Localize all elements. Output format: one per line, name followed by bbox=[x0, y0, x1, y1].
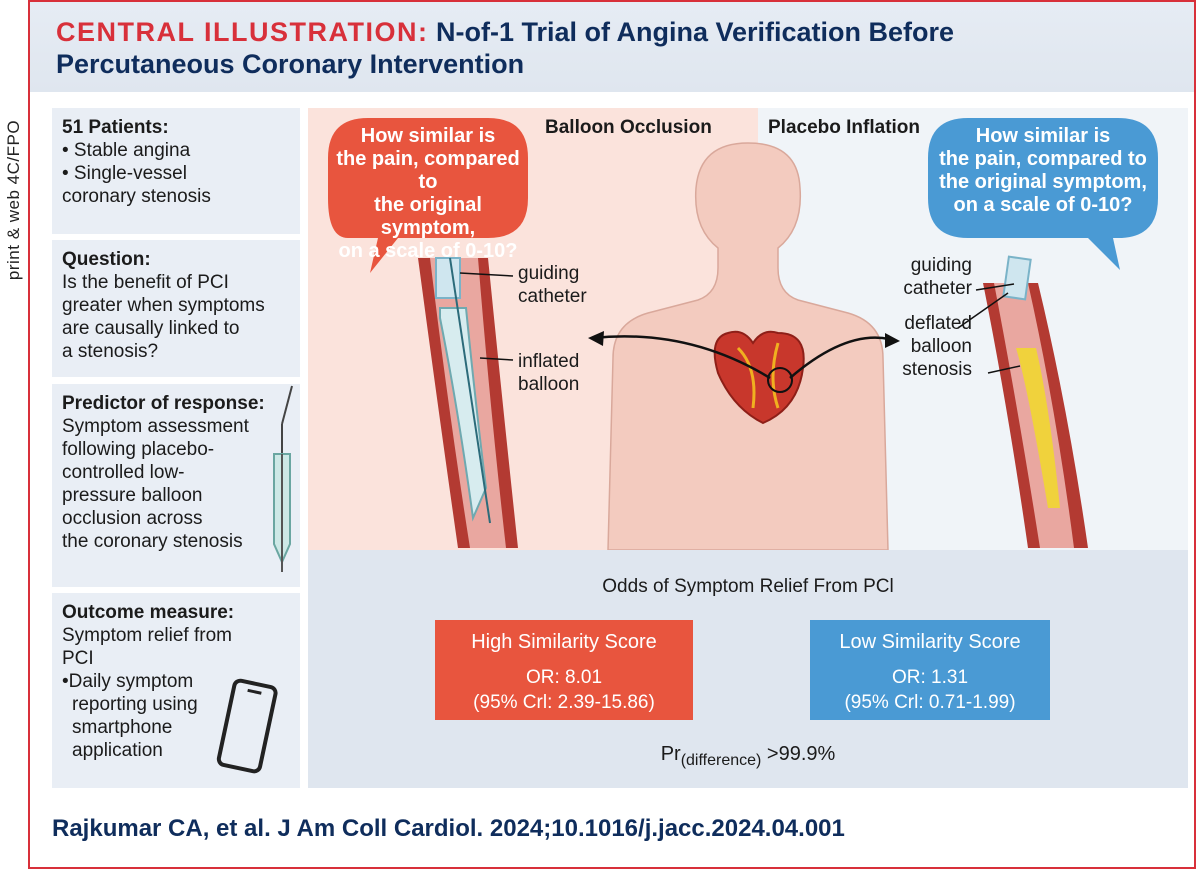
question-heading: Question: bbox=[62, 249, 151, 270]
left-catheter-label: guiding catheter bbox=[518, 263, 587, 307]
outcome-heading: Outcome measure: bbox=[62, 602, 235, 623]
outcome-line: PCI bbox=[62, 648, 94, 669]
right-catheter-label: guiding catheter bbox=[903, 255, 972, 299]
deflated-balloon-label: deflated balloon stenosis bbox=[902, 313, 972, 380]
outcome-line: smartphone bbox=[72, 717, 173, 738]
outcome-line: application bbox=[72, 740, 163, 761]
side-note: print & web 4C/FPO bbox=[4, 119, 23, 281]
outcome-box: Outcome measure: Symptom relief from PCI… bbox=[52, 593, 300, 788]
patients-heading: 51 Patients: bbox=[62, 117, 169, 138]
title-line2: Percutaneous Coronary Intervention bbox=[56, 49, 525, 79]
arrow-to-right bbox=[789, 336, 894, 379]
question-line: Is the benefit of PCI bbox=[62, 272, 229, 293]
low-similarity-box: Low Similarity Score OR: 1.31 (95% Crl: … bbox=[810, 620, 1050, 720]
predictor-line: pressure balloon bbox=[62, 485, 203, 506]
anatomy-illustration bbox=[328, 118, 1158, 550]
figure-border bbox=[28, 0, 1196, 869]
heart-icon bbox=[713, 330, 805, 425]
placebo-inflation-label: Placebo Inflation bbox=[768, 117, 921, 138]
vessel-balloon-inflated bbox=[418, 257, 518, 548]
question-box: Question: Is the benefit of PCI greater … bbox=[52, 240, 300, 377]
question-line: are causally linked to bbox=[62, 318, 240, 339]
predictor-line: following placebo- bbox=[62, 439, 215, 460]
question-line: greater when symptoms bbox=[62, 295, 265, 316]
question-line: a stenosis? bbox=[62, 341, 159, 362]
patients-box: 51 Patients: • Stable angina • Single-ve… bbox=[52, 108, 300, 234]
predictor-line: the coronary stenosis bbox=[62, 531, 243, 552]
speech-bubble-left bbox=[328, 118, 528, 273]
balloon-catheter-icon bbox=[273, 385, 293, 572]
patients-item: • Single-vessel bbox=[62, 163, 187, 184]
outcome-line: •Daily symptom bbox=[62, 671, 194, 692]
probability-difference: Pr(difference) >99.9% bbox=[660, 743, 836, 769]
vessel-balloon-deflated bbox=[983, 255, 1088, 548]
high-similarity-box: High Similarity Score OR: 8.01 (95% Crl:… bbox=[435, 620, 693, 720]
title-line1: N-of-1 Trial of Angina Verification Befo… bbox=[435, 17, 955, 47]
predictor-line: Symptom assessment bbox=[62, 416, 249, 437]
balloon-occlusion-label: Balloon Occlusion bbox=[545, 117, 712, 138]
predictor-heading: Predictor of response: bbox=[62, 393, 265, 414]
patients-item: • Stable angina bbox=[62, 140, 191, 161]
arrow-to-left bbox=[592, 335, 771, 380]
title-label: CENTRAL ILLUSTRATION: bbox=[56, 17, 429, 47]
left-bubble-text: How similar is the pain, compared to the… bbox=[336, 125, 520, 262]
patients-item: coronary stenosis bbox=[62, 186, 211, 207]
figure-title: CENTRAL ILLUSTRATION: N-of-1 Trial of An… bbox=[56, 16, 1156, 80]
predictor-line: occlusion across bbox=[62, 508, 203, 529]
predictor-line: controlled low- bbox=[62, 462, 185, 483]
inflated-balloon-label: inflated balloon bbox=[518, 351, 580, 395]
citation: Rajkumar CA, et al. J Am Coll Cardiol. 2… bbox=[52, 815, 845, 842]
outcome-line: Symptom relief from bbox=[62, 625, 232, 646]
header-banner: CENTRAL ILLUSTRATION: N-of-1 Trial of An… bbox=[30, 2, 1194, 92]
smartphone-icon bbox=[216, 678, 278, 774]
predictor-box: Predictor of response: Symptom assessmen… bbox=[52, 384, 300, 587]
outcome-line: reporting using bbox=[72, 694, 198, 715]
right-bubble-text: How similar is the pain, compared to the… bbox=[939, 125, 1147, 216]
speech-bubble-right bbox=[928, 118, 1158, 270]
odds-title: Odds of Symptom Relief From PCl bbox=[602, 576, 894, 597]
